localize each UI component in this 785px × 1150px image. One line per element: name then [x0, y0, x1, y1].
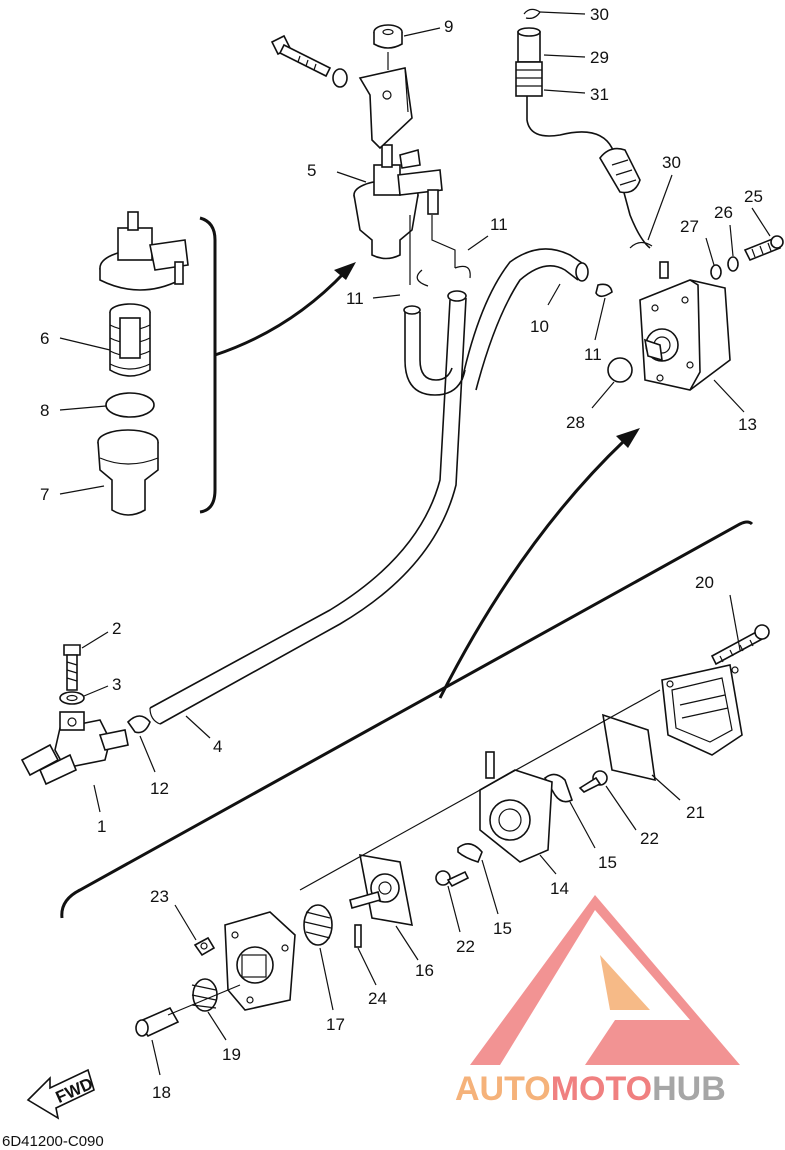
part-20-long-screw — [710, 624, 770, 666]
part-19-spring — [191, 978, 218, 1012]
watermark-logo: AUTOMOTOHUB — [455, 895, 740, 1108]
callout-12: 12 — [150, 779, 169, 798]
callout-22b: 22 — [456, 937, 475, 956]
callout-11c: 11 — [584, 345, 602, 364]
part-26-washer — [727, 256, 739, 272]
part-17-spring — [303, 904, 333, 946]
callout-14: 14 — [550, 879, 569, 898]
part-pump-base — [224, 911, 296, 1011]
callout-26: 26 — [714, 203, 733, 222]
part-31-sleeve — [515, 61, 543, 97]
group-bracket-filter — [199, 216, 217, 514]
callout-23: 23 — [150, 887, 169, 906]
callout-labels: 1 2 3 4 5 6 7 8 9 10 11 11 11 12 13 14 1… — [40, 5, 763, 1102]
callout-25: 25 — [744, 187, 763, 206]
part-cover-plate — [661, 664, 743, 756]
part-5-fuel-filter — [353, 144, 443, 260]
callout-1: 1 — [97, 817, 106, 836]
part-18-plunger — [135, 1006, 180, 1038]
arrow-head-pump — [616, 428, 640, 448]
callout-15b: 15 — [493, 919, 512, 938]
callout-7: 7 — [40, 485, 49, 504]
callout-30a: 30 — [590, 5, 609, 24]
callout-9: 9 — [444, 17, 453, 36]
hose-end-4 — [149, 707, 161, 725]
part-8-o-ring — [105, 392, 155, 418]
part-9-nut — [373, 24, 403, 49]
part-3-washer — [59, 691, 85, 705]
watermark-text-moto: MOTO — [551, 1070, 652, 1108]
part-30-clip-lower — [629, 241, 653, 249]
callout-15a: 15 — [598, 853, 617, 872]
part-bolt-bracket — [270, 34, 348, 88]
part-7-filter-cup — [97, 429, 159, 516]
callout-28: 28 — [566, 413, 585, 432]
part-13-fuel-pump — [639, 261, 731, 391]
part-21-gasket — [601, 713, 656, 782]
callout-21: 21 — [686, 803, 705, 822]
part-bracket — [358, 67, 413, 150]
group-divider-line — [60, 520, 754, 919]
callout-27: 27 — [680, 217, 699, 236]
callout-3: 3 — [112, 675, 121, 694]
callout-16: 16 — [415, 961, 434, 980]
hose-31-sleeve — [599, 147, 641, 194]
pointer-arrow-filter — [214, 270, 347, 357]
part-25-screw — [743, 235, 784, 262]
part-6-filter-element — [109, 303, 151, 377]
callout-11b: 11 — [490, 215, 508, 234]
callout-20: 20 — [695, 573, 714, 592]
part-30-clip-top — [523, 8, 541, 19]
callout-11a: 11 — [346, 289, 364, 308]
part-28-o-ring — [607, 357, 633, 383]
callout-4: 4 — [213, 737, 222, 756]
callout-24: 24 — [368, 989, 387, 1008]
leader-lines — [59, 11, 771, 1076]
part-11-clip-pump — [595, 283, 613, 298]
part-22-screw-upper — [578, 770, 608, 793]
callout-19: 19 — [222, 1045, 241, 1064]
hose-loop-u — [404, 312, 466, 396]
hose-10 — [461, 248, 586, 391]
part-15-check-valve-lower — [457, 843, 483, 863]
callout-29: 29 — [590, 48, 609, 67]
arrow-head-filter — [334, 262, 356, 280]
watermark-text-auto: AUTO — [455, 1070, 551, 1108]
part-27-washer — [710, 264, 722, 280]
hose-29-to-pump — [526, 95, 651, 249]
callout-31: 31 — [590, 85, 609, 104]
svg-text:AUTOMOTOHUB: AUTOMOTOHUB — [455, 1070, 726, 1108]
callout-8: 8 — [40, 401, 49, 420]
part-12-clip — [126, 715, 151, 734]
callout-18: 18 — [152, 1083, 171, 1102]
hose-top-end — [447, 290, 467, 302]
callout-10: 10 — [530, 317, 549, 336]
fwd-arrow-icon: FWD — [26, 1068, 96, 1120]
callout-5: 5 — [307, 161, 316, 180]
part-23-nut — [193, 936, 216, 957]
part-29-hose-end — [517, 27, 541, 63]
watermark-text-hub: HUB — [652, 1070, 726, 1108]
callout-30b: 30 — [662, 153, 681, 172]
callout-13: 13 — [738, 415, 757, 434]
watermark-triangle-icon — [470, 895, 740, 1065]
part-2-bolt — [63, 644, 81, 691]
callout-6: 6 — [40, 329, 49, 348]
part-16-diaphragm — [349, 854, 414, 926]
part-14-pump-body — [479, 751, 553, 863]
part-filter-cap — [99, 211, 189, 291]
part-1-fuel-connector — [20, 711, 129, 786]
callout-17: 17 — [326, 1015, 345, 1034]
callout-2: 2 — [112, 619, 121, 638]
diagram-code: 6D41200-C090 — [2, 1133, 104, 1150]
callout-22a: 22 — [640, 829, 659, 848]
part-22-screw-lower — [435, 870, 470, 888]
part-24-pin — [354, 924, 362, 948]
pointer-arrow-pump — [438, 438, 627, 699]
hose-4 — [149, 297, 467, 725]
